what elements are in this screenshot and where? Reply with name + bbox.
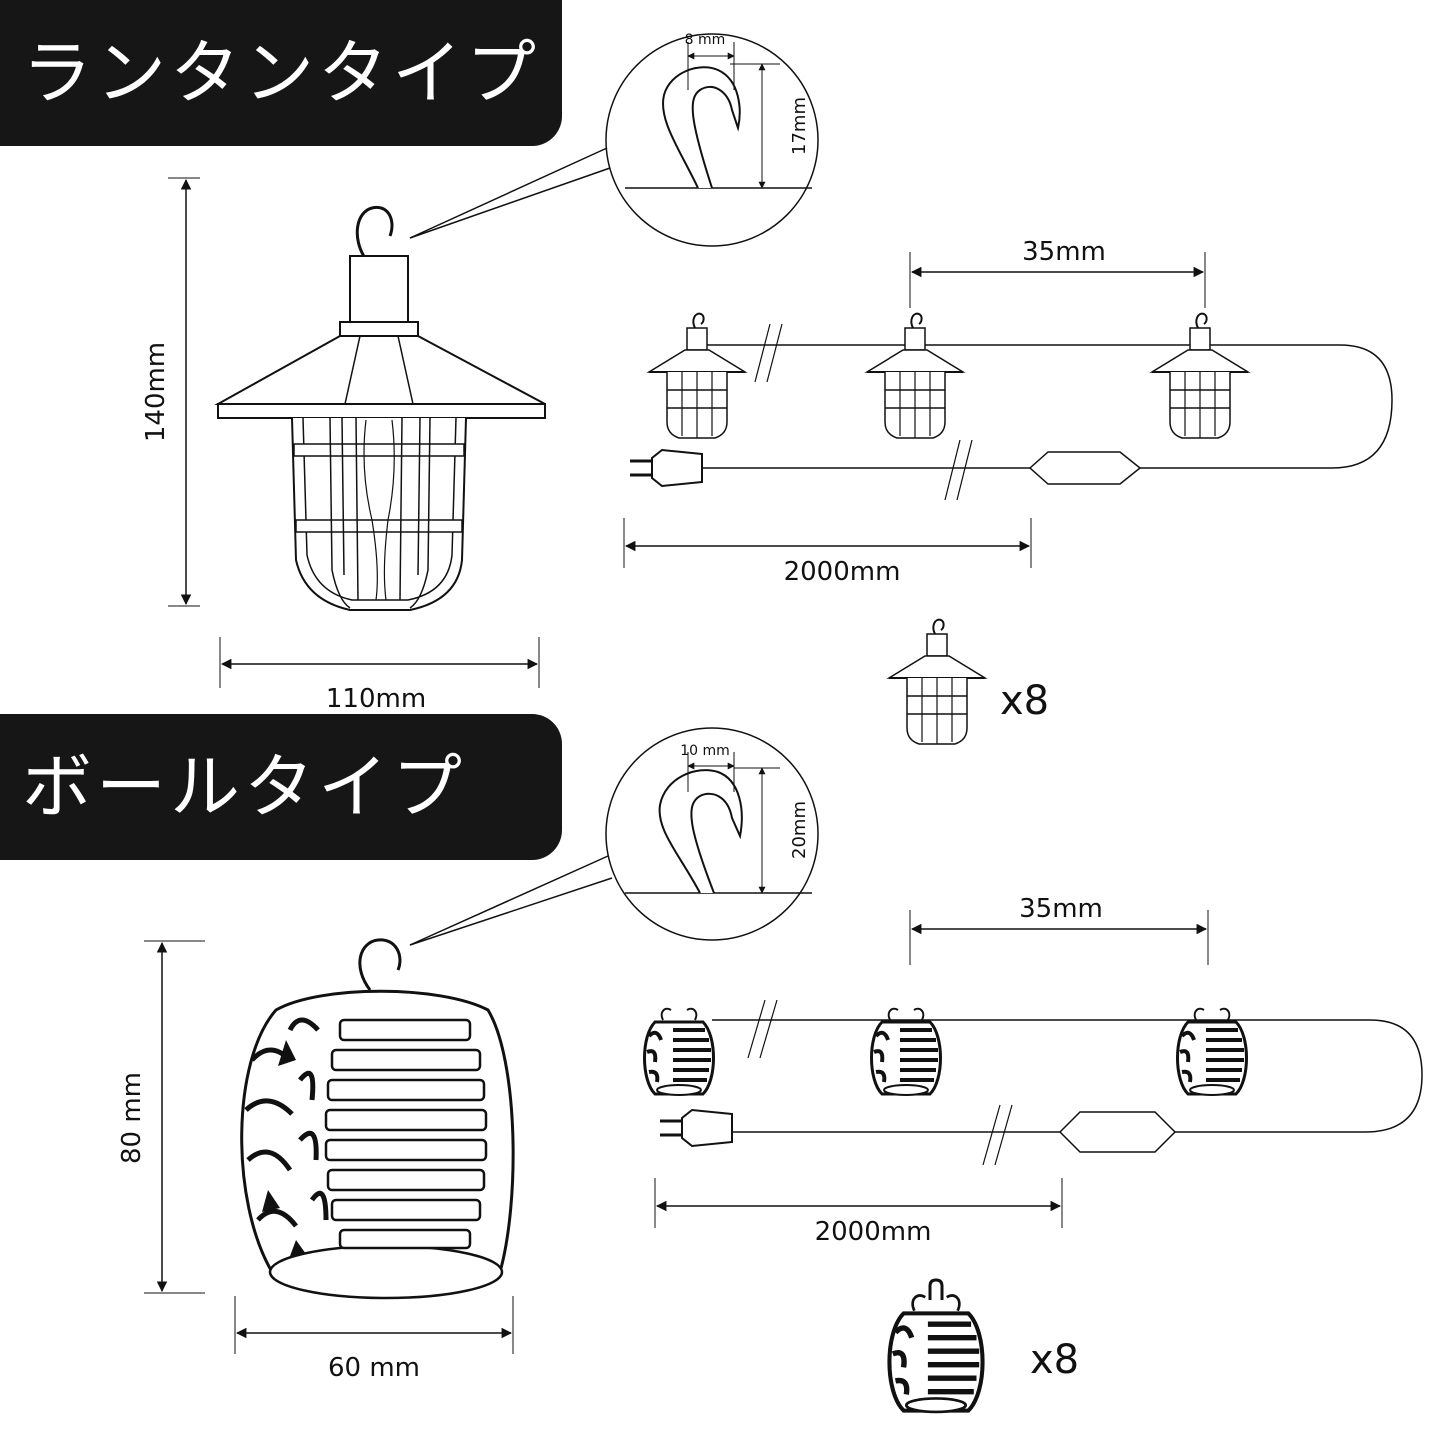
plug-icon [658, 1108, 734, 1148]
lantern-hook-callout [409, 33, 819, 247]
ball-lamp-icon [240, 938, 515, 1300]
lantern-height-label: 140mm [141, 342, 171, 442]
ball-spacing-label: 35mm [1019, 894, 1103, 924]
ball-single-icon [889, 1278, 982, 1412]
lantern-single-icon [888, 618, 986, 745]
plug-icon [628, 448, 704, 488]
lantern-spacing-label: 35mm [1022, 237, 1106, 267]
lantern-width-label: 110mm [326, 684, 426, 714]
lantern-quantity-label: x8 [1000, 678, 1049, 724]
lantern-icon [214, 205, 546, 611]
lantern-cable-length-label: 2000mm [784, 557, 901, 587]
ball-hook-width-label: 10 mm [680, 743, 730, 759]
lantern-section-title: ランタンタイプ [0, 0, 562, 146]
ball-height-label: 80 mm [117, 1072, 147, 1164]
ball-cable-length-label: 2000mm [815, 1217, 932, 1247]
lantern-hook-height-label: 17mm [789, 97, 810, 155]
ball-string-lights [642, 999, 1423, 1166]
hook-icon [658, 769, 743, 894]
ball-hook-callout [409, 727, 819, 946]
ball-section-title: ボールタイプ [0, 714, 562, 860]
lantern-hook-width-label: 8 mm [685, 32, 726, 48]
ball-quantity-label: x8 [1030, 1337, 1079, 1383]
hook-icon [662, 66, 741, 189]
lantern-string-lights [628, 312, 1393, 501]
ball-width-label: 60 mm [328, 1353, 420, 1383]
ball-hook-height-label: 20mm [789, 801, 810, 859]
